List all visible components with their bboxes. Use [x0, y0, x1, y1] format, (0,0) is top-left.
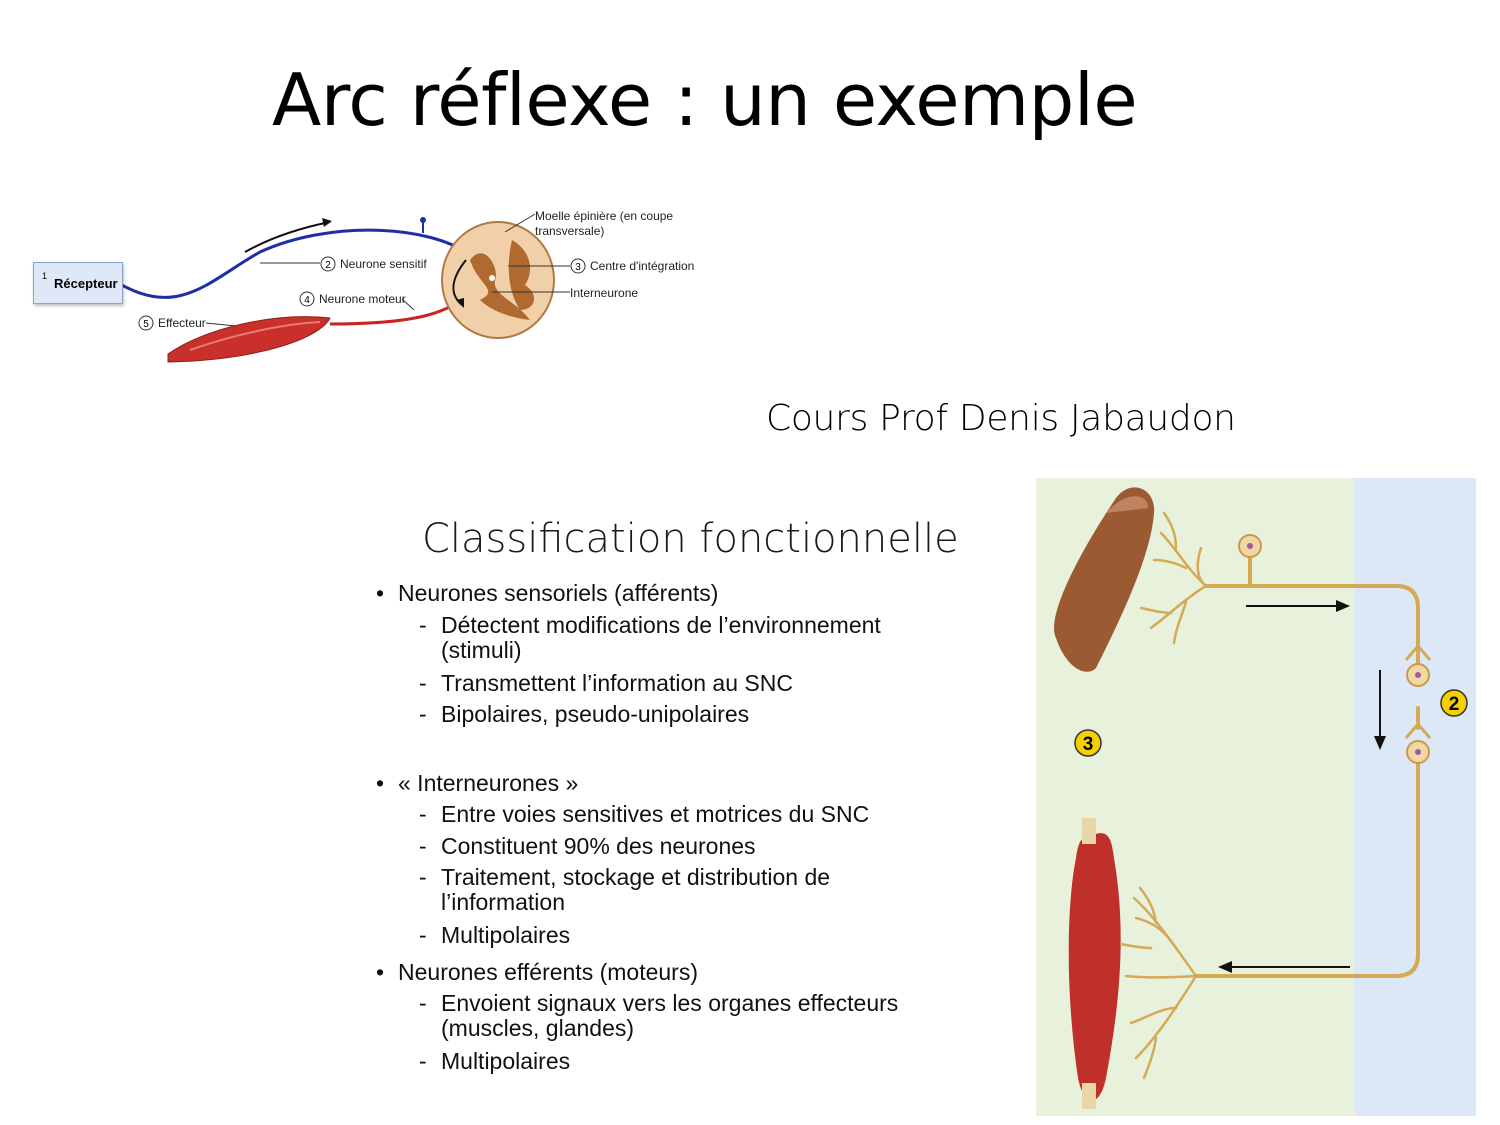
sensory-nucleus [1247, 543, 1253, 549]
fingernail [1106, 496, 1148, 513]
number-sensory: 2 [325, 260, 331, 271]
bullet: • [376, 770, 385, 796]
number-motor: 4 [304, 295, 310, 306]
synapse-mark-2 [1404, 721, 1432, 739]
section-sensory-heading: • Neurones sensoriels (afférents) [376, 580, 719, 607]
arrowhead-left [1218, 961, 1232, 973]
number-integration: 3 [575, 262, 581, 273]
item-line: Multipolaires [441, 922, 571, 948]
label-integration-center: Centre d'intégration [590, 259, 694, 273]
number-effector: 5 [143, 319, 149, 330]
badge-2 [1440, 689, 1468, 717]
label-spinal-cord-line2: transversale) [535, 224, 604, 238]
interneuron-nucleus-1 [1415, 672, 1421, 678]
badge-3 [1074, 729, 1102, 757]
label-interneuron: Interneurone [570, 286, 638, 300]
dash: - [419, 1048, 427, 1074]
dash: - [419, 864, 427, 890]
item-line: (stimuli) [441, 637, 522, 663]
list-item: - Constituent 90% des neurones [419, 833, 756, 859]
interneuron-nucleus-2 [1415, 749, 1421, 755]
bullet: • [376, 580, 385, 606]
item-line: Traitement, stockage et distribution de [441, 864, 831, 890]
item-line: Détectent modifications de l’environneme… [441, 612, 881, 638]
section-heading-text: Neurones efférents (moteurs) [398, 959, 698, 985]
classification-title: Classification fonctionnelle [422, 516, 959, 562]
list-item: - Entre voies sensitives et motrices du … [419, 801, 870, 827]
section-efferent-heading: • Neurones efférents (moteurs) [376, 959, 698, 986]
list-item: - Envoient signaux vers les organes effe… [419, 990, 899, 1041]
list-item: - Multipolaires [419, 1048, 571, 1074]
finger-shape [1054, 487, 1155, 672]
section-heading-text: Neurones sensoriels (afférents) [398, 580, 719, 606]
slide-title: Arc réflexe : un exemple [272, 58, 1138, 142]
spinal-cord-section [441, 221, 555, 339]
reflex-arc-diagram: 2 3 4 5 Moelle épinière (en coupe transv… [30, 200, 710, 375]
course-credit: Cours Prof Denis Jabaudon [766, 398, 1236, 439]
dash: - [419, 922, 427, 948]
neuron-pathway-drawing: 2 3 [1036, 478, 1476, 1116]
effector-muscle-shape [167, 316, 331, 363]
label-motor-neuron: Neurone moteur [319, 292, 406, 306]
number-circle-sensory [320, 256, 336, 272]
item-line: (muscles, glandes) [441, 1015, 635, 1041]
flow-arrow-top [244, 221, 331, 253]
motor-terminals [1119, 886, 1198, 1080]
item-line: Envoient signaux vers les organes effect… [441, 990, 899, 1016]
bullet: • [376, 959, 385, 985]
flow-arrowhead-top [322, 218, 332, 227]
muscle-fiber-line [189, 321, 321, 351]
ganglion-cell [420, 217, 426, 223]
label-sensory-neuron: Neurone sensitif [340, 257, 427, 271]
leader-motor [401, 298, 415, 311]
label-effector: Effecteur [158, 316, 206, 330]
list-item: - Traitement, stockage et distribution d… [419, 864, 831, 915]
leader-spinal-cord [504, 213, 536, 233]
tendon-top [1082, 818, 1096, 844]
tendon-bottom [1082, 1083, 1096, 1109]
number-circle-integration [570, 258, 586, 274]
neuron-pathway-figure: 2 3 [1036, 478, 1476, 1116]
list-item: - Détectent modifications de l’environne… [419, 612, 881, 663]
item-line: Constituent 90% des neurones [441, 833, 756, 859]
list-item: - Multipolaires [419, 922, 571, 948]
gray-matter-shape [470, 253, 530, 320]
muscle-shape [1068, 833, 1121, 1101]
sensory-dendrites [1139, 511, 1208, 645]
list-item: - Transmettent l’information au SNC [419, 670, 793, 696]
section-heading-text: « Interneurones » [398, 770, 579, 796]
receptor-label: Récepteur [54, 276, 118, 291]
number-circle-motor [299, 291, 315, 307]
dash: - [419, 670, 427, 696]
badge-3-text: 3 [1083, 734, 1094, 755]
central-canal [489, 275, 495, 281]
number-circle-effector [138, 315, 154, 331]
cns-background [1354, 478, 1476, 1116]
synapse-mark-1 [1404, 643, 1432, 661]
sensory-axon [1194, 556, 1420, 978]
label-spinal-cord: Moelle épinière (en coupe [535, 209, 673, 223]
item-line: l’information [441, 889, 565, 915]
section-interneuron-heading: • « Interneurones » [376, 770, 579, 797]
dash: - [419, 801, 427, 827]
item-line: Bipolaires, pseudo-unipolaires [441, 701, 750, 727]
arrowhead-down [1374, 736, 1386, 750]
dash: - [419, 833, 427, 859]
badge-2-text: 2 [1449, 694, 1460, 715]
list-item: - Bipolaires, pseudo-unipolaires [419, 701, 750, 727]
receptor-number: 1 [42, 271, 48, 281]
leader-effector [205, 322, 237, 327]
reflex-arc-drawing: 2 3 4 5 Moelle épinière (en coupe transv… [119, 209, 694, 363]
item-line: Entre voies sensitives et motrices du SN… [441, 801, 870, 827]
flow-arrowhead-curve [456, 298, 464, 308]
item-line: Transmettent l’information au SNC [441, 670, 793, 696]
dash: - [419, 701, 427, 727]
dash: - [419, 612, 427, 638]
receptor-box: 1 Récepteur [33, 262, 123, 304]
item-line: Multipolaires [441, 1048, 571, 1074]
arrowhead-right [1336, 600, 1350, 612]
sensory-neuron-path [119, 228, 471, 299]
dash: - [419, 990, 427, 1016]
